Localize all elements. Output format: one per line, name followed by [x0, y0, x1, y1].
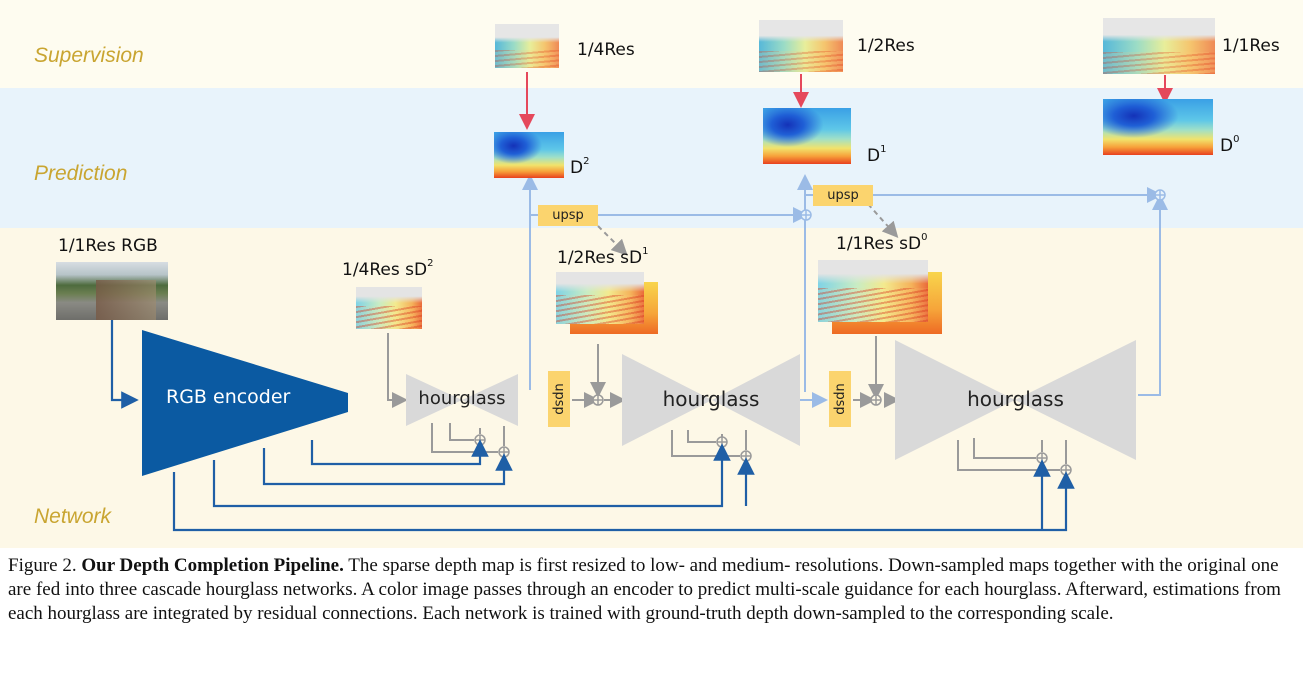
- figure-caption: Figure 2. Our Depth Completion Pipeline.…: [8, 554, 1298, 626]
- hourglass-1-shape: [406, 374, 518, 426]
- sparse-depth-quarter-image: [356, 287, 422, 329]
- rgb-input-label: 1/1Res RGB: [58, 236, 158, 256]
- sparse-depth-half-label: 1/2Res sD1: [557, 246, 649, 268]
- sparse-depth-full-label: 1/1Res sD0: [836, 232, 928, 254]
- supervision-label: Supervision: [34, 44, 144, 67]
- gt-quarter-res-image: [495, 24, 559, 68]
- gt-full-res-label: 1/1Res: [1222, 36, 1280, 56]
- caption-title: Our Depth Completion Pipeline.: [81, 555, 344, 576]
- rgb-input-image: [56, 262, 168, 320]
- prediction-d0-label: D0: [1220, 134, 1240, 156]
- prediction-d2-image: [494, 132, 564, 178]
- upsample-vertical-badge-2: upsp: [829, 371, 851, 427]
- upsample-dashed-arrows: [597, 203, 899, 256]
- supervision-arrows: [519, 72, 1173, 130]
- sparse-depth-full-image: [818, 260, 928, 322]
- gt-half-res-image: [759, 20, 843, 72]
- plus-nodes-prediction: [800, 189, 1166, 221]
- upsample-vertical-badge-1: upsp: [548, 371, 570, 427]
- upsample-badge-1: upsp: [538, 205, 598, 226]
- hourglass-2-label: hourglass: [662, 387, 760, 411]
- hourglass-1-label: hourglass: [418, 388, 506, 409]
- guidance-wires: [110, 320, 1075, 532]
- prediction-band: [0, 88, 1303, 228]
- hourglass-3-shape: [895, 340, 1136, 460]
- caption-figure-number: Figure 2.: [8, 555, 77, 576]
- connection-wires: [110, 72, 1173, 532]
- hourglass-2-shape: [622, 354, 800, 446]
- hourglass-3-label: hourglass: [967, 387, 1064, 411]
- supervision-band: [0, 0, 1303, 88]
- caption-body: The sparse depth map is first resized to…: [8, 555, 1281, 624]
- prediction-d0-image: [1103, 99, 1213, 155]
- network-label: Network: [34, 505, 112, 528]
- prediction-d2-label: D2: [570, 156, 590, 178]
- sparse-depth-half-image: [556, 272, 644, 324]
- gt-full-res-image: [1103, 18, 1215, 74]
- sparse-depth-quarter-label: 1/4Res sD2: [342, 258, 434, 280]
- prediction-d1-image: [763, 108, 851, 164]
- rgb-encoder-block: [142, 330, 348, 476]
- gt-half-res-label: 1/2Res: [857, 36, 915, 56]
- upsample-badge-2: upsp: [813, 185, 873, 206]
- gt-quarter-res-label: 1/4Res: [577, 40, 635, 60]
- prediction-label: Prediction: [34, 162, 128, 185]
- prediction-d1-label: D1: [867, 144, 887, 166]
- pipeline-figure: Supervision Prediction Network: [0, 0, 1303, 548]
- rgb-encoder-label: RGB encoder: [166, 386, 291, 408]
